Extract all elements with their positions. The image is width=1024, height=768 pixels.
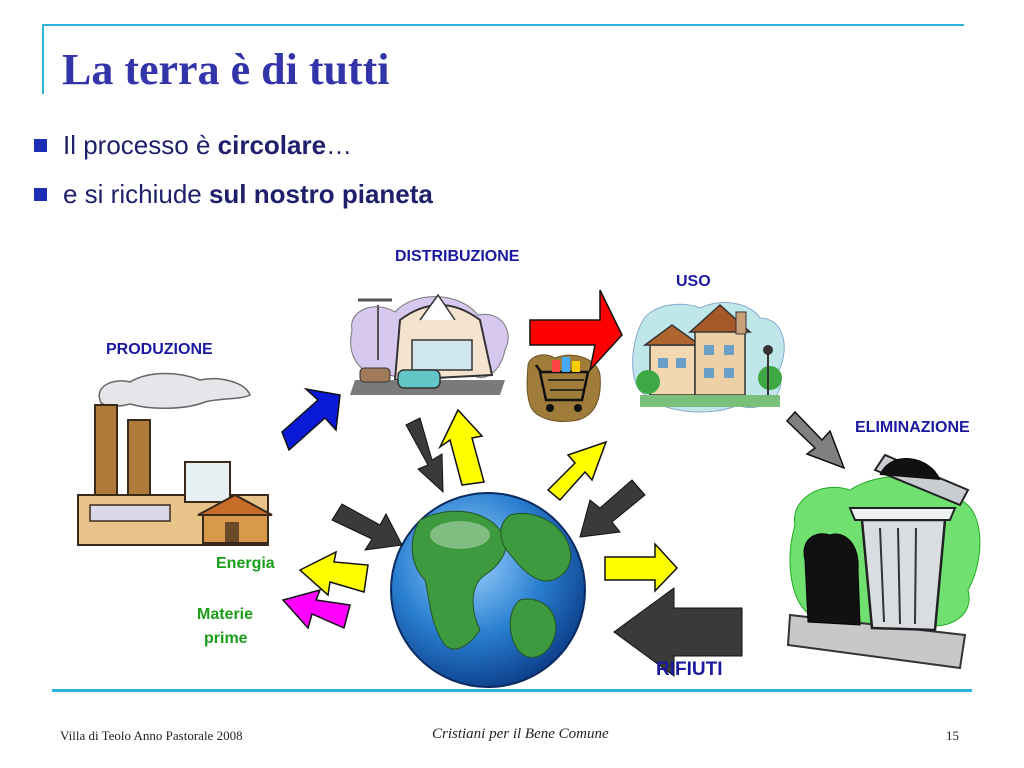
dark-arrow-rifiuti: [613, 587, 743, 677]
yellow-arrow-up: [438, 408, 485, 486]
slide-title: La terra è di tutti: [62, 45, 390, 94]
blue-arrow: [281, 387, 341, 452]
bullet-2-text: e si richiude: [63, 179, 209, 209]
footer-rule: [52, 689, 972, 692]
bullet-1-suffix: …: [326, 130, 353, 160]
yellow-arrow-energia: [298, 550, 369, 597]
bullet-square-icon: [34, 187, 47, 201]
bullet-1-text: Il processo è: [63, 130, 218, 160]
label-produzione: PRODUZIONE: [106, 341, 213, 358]
dark-arrow-diag: [579, 479, 646, 538]
frame-left-line: [42, 24, 44, 94]
label-materie: Materie: [197, 606, 254, 623]
magenta-arrow: [281, 588, 351, 630]
yellow-arrow-right: [604, 542, 679, 593]
bullet-square-icon: [34, 138, 47, 152]
dark-arrow-down: [405, 417, 444, 494]
label-distribuzione: DISTRIBUZIONE: [395, 248, 520, 265]
footer-left: Villa di Teolo Anno Pastorale 2008: [60, 728, 243, 743]
bullet-1-bold: circolare: [217, 130, 327, 160]
bullet-2-bold: sul nostro pianeta: [208, 179, 433, 209]
page-number: 15: [946, 728, 959, 743]
shopping-mall-icon: [350, 293, 509, 395]
bullet-2: e si richiude sul nostro pianeta: [34, 179, 433, 210]
houses-icon: [632, 302, 785, 413]
gray-arrow: [785, 410, 846, 470]
bullet-1: Il processo è circolare…: [34, 130, 352, 161]
label-uso: USO: [676, 273, 711, 290]
red-arrow: [529, 289, 623, 373]
yellow-arrow-diag: [546, 440, 608, 502]
trash-can-icon: [786, 453, 981, 670]
label-energia: Energia: [216, 555, 275, 572]
label-eliminazione: ELIMINAZIONE: [855, 419, 970, 436]
globe-icon: [390, 492, 586, 688]
shopping-cart-icon: [526, 354, 601, 422]
label-rifiuti: RIFIUTI: [656, 659, 723, 680]
footer-center: Cristiani per il Bene Comune: [432, 726, 609, 742]
label-prime: prime: [204, 630, 248, 647]
dark-arrow-left: [331, 503, 403, 551]
frame-top-line: [42, 24, 964, 26]
factory-icon: [77, 372, 273, 546]
